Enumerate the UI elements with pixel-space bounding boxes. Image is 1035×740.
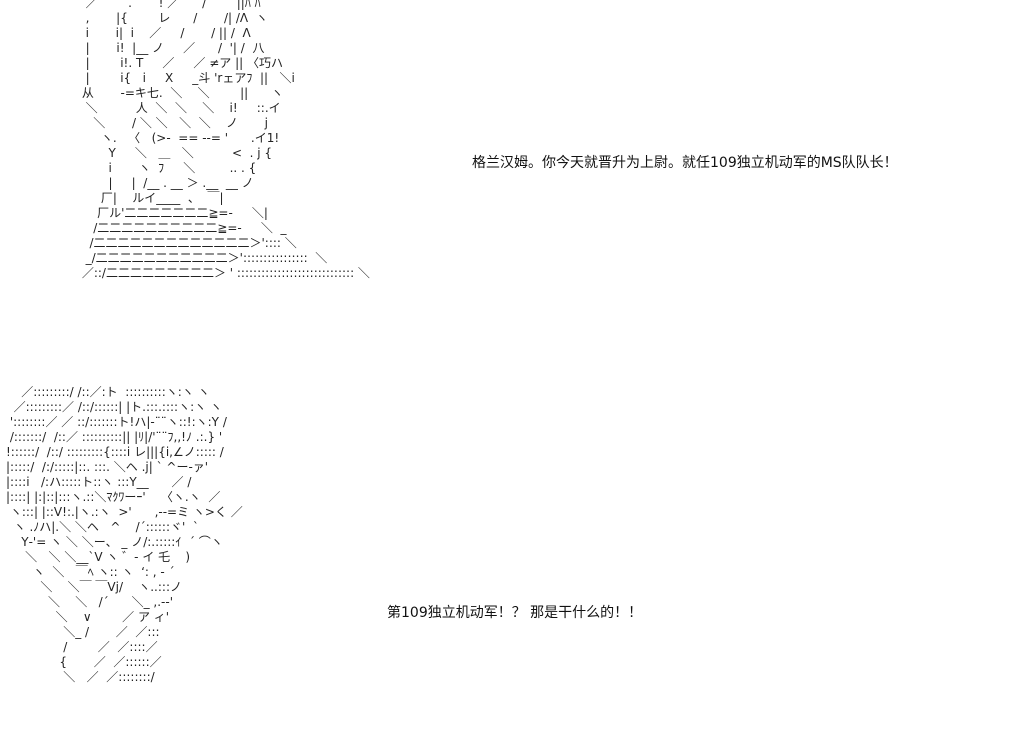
- dialogue-line-promotion: 格兰汉姆。你今天就晋升为上尉。就任109独立机动军的MS队队长！: [472, 155, 898, 171]
- ascii-art-surprised-character: ／:::::::::/ /::／:ト ::::::::::ヽ:ヽ ヽ ／::::…: [6, 385, 243, 684]
- ascii-art-officer-portrait: ／ . ! ／ / ||ﾊ ﾊ , |{ レ / /| /Λ ヽ i i| i …: [81, 0, 370, 280]
- dialogue-line-reaction: 第109独立机动军！？ 那是干什么的！！: [387, 605, 643, 621]
